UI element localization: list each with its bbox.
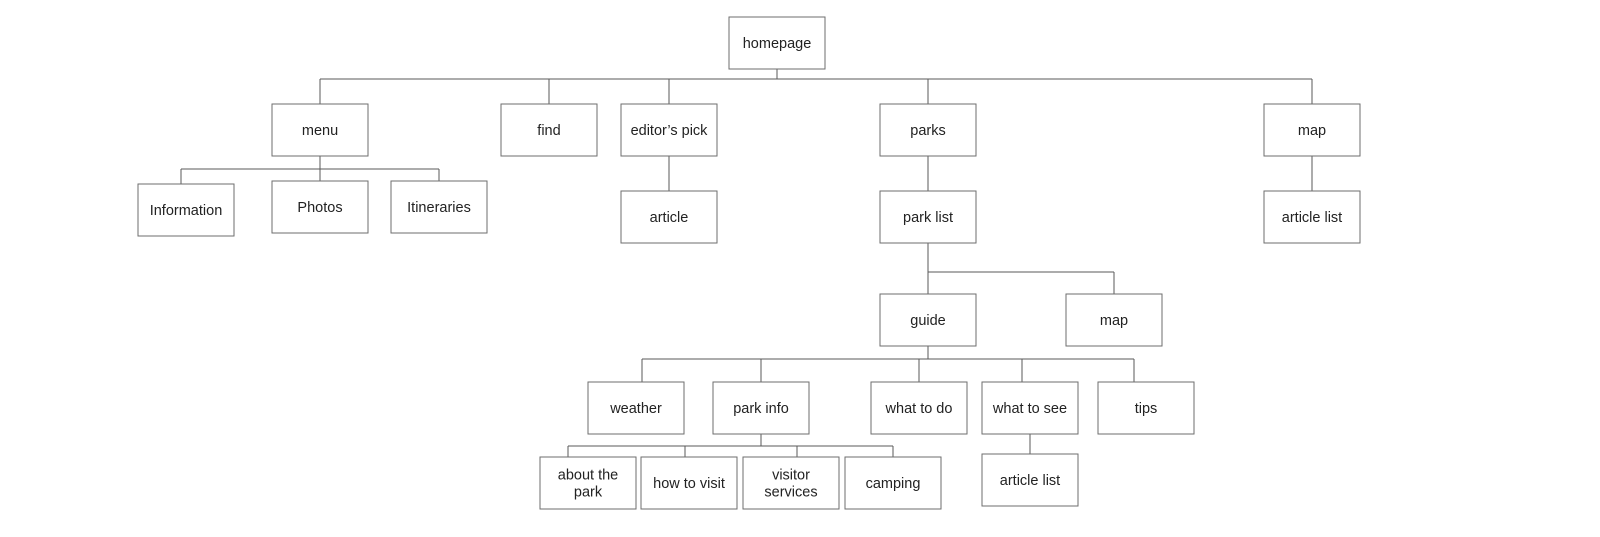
node-label: article list (1282, 210, 1342, 226)
node-article: article (620, 190, 718, 244)
node-label: editor’s pick (631, 123, 709, 139)
node-label: menu (302, 123, 338, 139)
node-label: parks (910, 123, 945, 139)
node-tips: tips (1097, 381, 1195, 435)
node-label: visitor (772, 468, 810, 484)
node-label: homepage (743, 36, 812, 52)
node-box (640, 456, 738, 510)
node-itineraries: Itineraries (390, 180, 488, 234)
node-park-list: park list (879, 190, 977, 244)
node-label: how to visit (653, 476, 725, 492)
node-guide: guide (879, 293, 977, 347)
node-box (620, 103, 718, 157)
node-box (500, 103, 598, 157)
node-label: park (574, 485, 603, 501)
node-what-to-see: what to see (981, 381, 1079, 435)
node-label: about the (558, 468, 618, 484)
node-label: camping (866, 476, 921, 492)
node-article-list-map: article list (1263, 190, 1361, 244)
node-box (879, 103, 977, 157)
node-box (728, 16, 826, 70)
node-article-list-see: article list (981, 453, 1079, 507)
node-parks: parks (879, 103, 977, 157)
node-box (137, 183, 235, 237)
node-label: services (764, 485, 817, 501)
node-label: tips (1135, 401, 1158, 417)
node-box (539, 456, 637, 510)
node-how-to-visit: how to visit (640, 456, 738, 510)
node-photos: Photos (271, 180, 369, 234)
node-box (870, 381, 968, 435)
node-label: article list (1000, 473, 1060, 489)
node-box (1263, 190, 1361, 244)
node-box (879, 190, 977, 244)
node-box (879, 293, 977, 347)
node-menu: menu (271, 103, 369, 157)
connector-lines (180, 69, 1313, 457)
node-box (271, 180, 369, 234)
node-label: weather (609, 401, 662, 417)
node-weather: weather (587, 381, 685, 435)
node-box (742, 456, 840, 510)
node-label: find (537, 123, 560, 139)
node-find: find (500, 103, 598, 157)
node-map-top: map (1263, 103, 1361, 157)
node-box (1263, 103, 1361, 157)
node-box (712, 381, 810, 435)
node-editors-pick: editor’s pick (620, 103, 718, 157)
node-label: guide (910, 313, 945, 329)
node-label: Information (150, 203, 223, 219)
node-homepage: homepage (728, 16, 826, 70)
node-label: park info (733, 401, 789, 417)
node-box (981, 381, 1079, 435)
node-information: Information (137, 183, 235, 237)
node-map-park: map (1065, 293, 1163, 347)
node-box (1097, 381, 1195, 435)
node-park-info: park info (712, 381, 810, 435)
node-label: Itineraries (407, 200, 471, 216)
node-box (620, 190, 718, 244)
node-box (587, 381, 685, 435)
node-box (844, 456, 942, 510)
node-label: park list (903, 210, 953, 226)
node-what-to-do: what to do (870, 381, 968, 435)
node-box (390, 180, 488, 234)
node-label: article (650, 210, 689, 226)
node-box (981, 453, 1079, 507)
node-box (271, 103, 369, 157)
node-label: map (1298, 123, 1326, 139)
node-box (1065, 293, 1163, 347)
node-label: what to do (885, 401, 953, 417)
node-camping: camping (844, 456, 942, 510)
node-label: what to see (992, 401, 1067, 417)
node-label: Photos (297, 200, 342, 216)
node-label: map (1100, 313, 1128, 329)
